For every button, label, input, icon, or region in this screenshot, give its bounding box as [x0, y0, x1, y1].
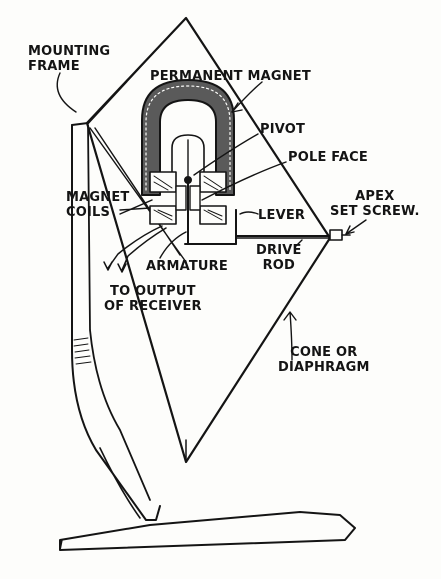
- leader-lines: [56, 72, 367, 361]
- label-cone: CONE OR DIAPHRAGM: [278, 345, 370, 375]
- label-apex-line2: SET SCREW.: [330, 204, 420, 219]
- label-permanent-magnet: PERMANENT MAGNET: [150, 69, 311, 84]
- apex-set-screw: [329, 229, 343, 241]
- label-to-output-line2: OF RECEIVER: [104, 299, 202, 314]
- pivot-bulb: [171, 134, 205, 176]
- coil-wire-2: [121, 227, 167, 271]
- magnet-coil-left: [149, 171, 177, 225]
- label-magnet-coils-line2: COILS: [66, 205, 111, 220]
- coil-wire-1: [107, 225, 163, 269]
- label-mounting-frame-line2: FRAME: [28, 59, 80, 74]
- mounting-frame-post-inner: [87, 124, 151, 501]
- mounting-frame-brace: [89, 127, 187, 263]
- label-apex-set-screw: APEX SET SCREW.: [330, 189, 420, 219]
- label-apex-line1: APEX: [355, 189, 395, 204]
- label-lever: LEVER: [258, 208, 306, 223]
- label-to-output: TO OUTPUT OF RECEIVER: [104, 284, 202, 314]
- cone-top-left-ridge: [87, 17, 187, 125]
- label-drive-rod: DRIVE ROD: [256, 243, 302, 273]
- label-drive-line1: DRIVE: [256, 243, 302, 258]
- post-hatching: [73, 337, 92, 365]
- label-pole-face: POLE FACE: [288, 150, 368, 165]
- label-drive-line2: ROD: [262, 258, 296, 273]
- label-cone-line1: CONE OR: [290, 345, 358, 360]
- label-to-output-line1: TO OUTPUT: [110, 284, 196, 299]
- label-cone-line2: DIAPHRAGM: [278, 360, 370, 375]
- label-magnet-coils-line1: MAGNET: [66, 190, 130, 205]
- label-magnet-coils: MAGNET COILS: [66, 190, 130, 220]
- pole-piece-left: [175, 185, 187, 211]
- label-pivot: PIVOT: [260, 122, 306, 137]
- label-mounting-frame: MOUNTING FRAME: [28, 44, 110, 74]
- label-mounting-frame-line1: MOUNTING: [28, 44, 111, 59]
- mounting-base: [59, 511, 356, 551]
- pole-piece-right: [189, 185, 201, 211]
- magnet-coil-right: [199, 171, 227, 225]
- mounting-frame-post: [71, 124, 161, 521]
- label-armature: ARMATURE: [146, 259, 228, 274]
